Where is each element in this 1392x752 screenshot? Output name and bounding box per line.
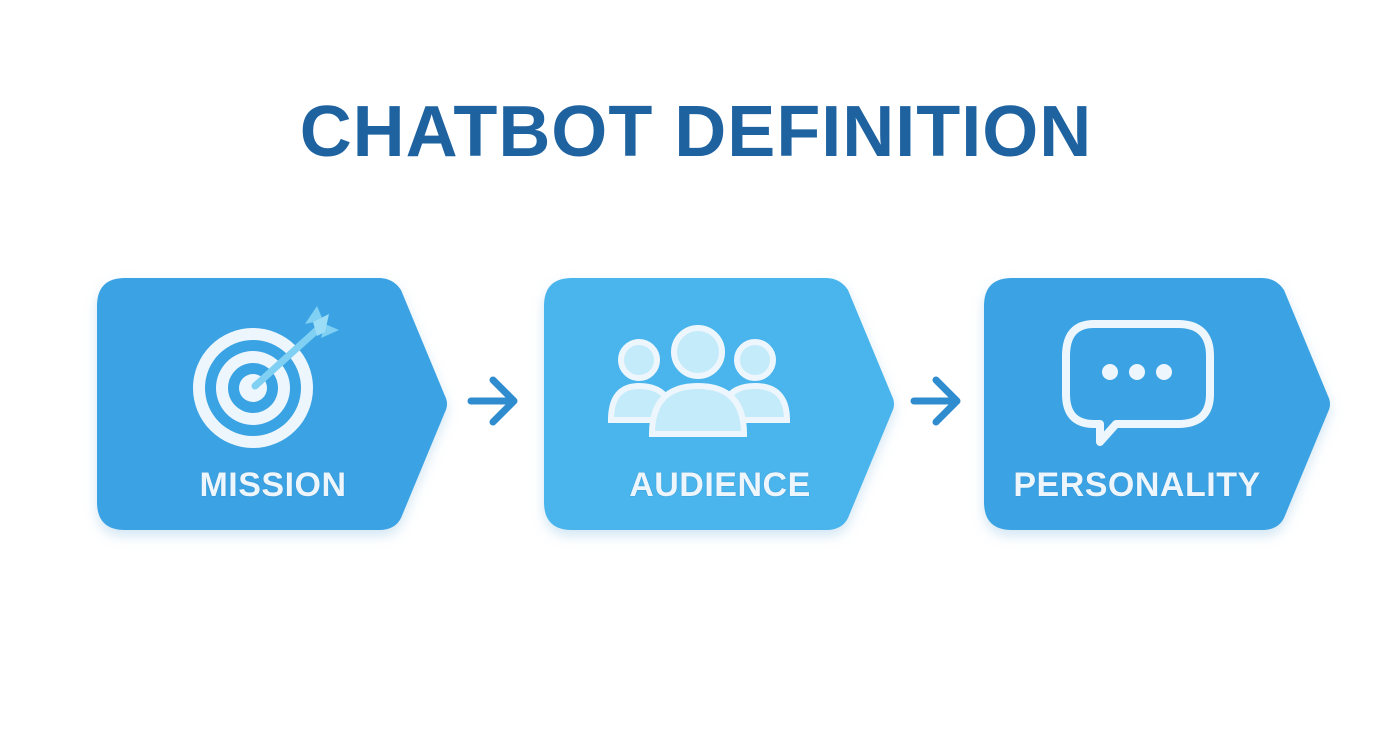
chat-bubble-icon [1062, 320, 1214, 446]
step-label: PERSONALITY [1013, 466, 1261, 504]
users-group-icon [607, 325, 791, 437]
target-dart-icon [193, 306, 339, 448]
step-label: AUDIENCE [629, 466, 811, 504]
diagram-title: CHATBOT DEFINITION [299, 92, 1093, 172]
step-personality: PERSONALITY [984, 278, 1332, 530]
arrow-right-icon [467, 376, 518, 426]
step-audience: AUDIENCE [544, 278, 896, 530]
step-mission: MISSION [97, 278, 449, 530]
arrow-right-icon [910, 376, 961, 426]
step-label: MISSION [199, 466, 347, 504]
